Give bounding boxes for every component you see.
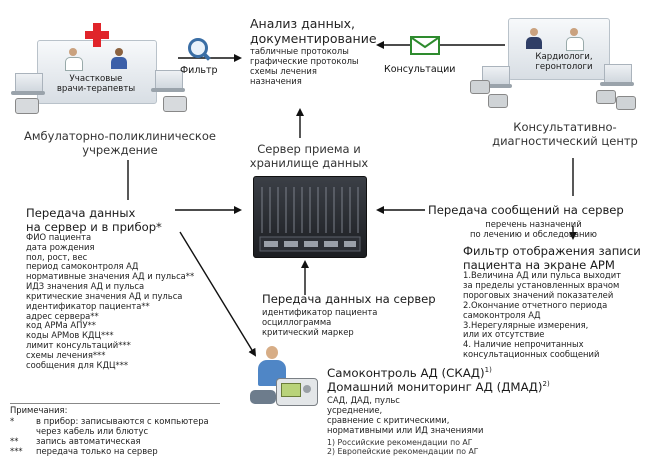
bp-monitor-icon — [15, 98, 39, 114]
transfer-messages-title: Передача сообщений на сервер — [428, 203, 624, 217]
filter-label: Фильтр — [180, 65, 218, 76]
transfer-device-items: ФИО пациента дата рождения пол, рост, ве… — [26, 232, 195, 370]
analysis-title: Анализ данных, документирование — [250, 16, 377, 46]
patient-items: САД, ДАД, пульс усреднение, сравнение с … — [327, 395, 484, 435]
consult-center-room — [508, 18, 610, 80]
consult-center-room-label: Кардиологи, геронтологи — [535, 52, 593, 73]
note-row: *в прибор: записываются с компьютера — [10, 416, 209, 426]
patient-title2: Домашний мониторинг АД (ДМАД)2) — [327, 379, 550, 394]
transfer-server-items: идентификатор пациента осциллограмма кри… — [262, 307, 378, 337]
doctor-icon — [65, 48, 83, 71]
laptop-icon — [15, 73, 43, 93]
polyclinic-room-label: Участковые врачи-терапевты — [56, 74, 136, 95]
doctor-icon — [526, 28, 542, 50]
patient-refs: 1) Российские рекомендации по АГ 2) Евро… — [327, 438, 479, 457]
display-filter-title: Фильтр отображения записи пациента на эк… — [463, 244, 641, 272]
polyclinic-room — [37, 40, 157, 104]
server-caption: Сервер приема и хранилище данных — [249, 142, 369, 170]
cuff-icon — [250, 390, 276, 404]
note-row: **запись автоматическая — [10, 435, 141, 446]
phone-icon — [488, 94, 508, 108]
phone-icon — [470, 80, 490, 94]
consultations-label: Консультации — [384, 64, 456, 75]
phone-icon — [616, 96, 636, 110]
red-cross-icon — [85, 23, 109, 47]
consult-center-caption: Консультативно- диагностический центр — [492, 120, 638, 148]
laptop-icon — [155, 70, 183, 90]
analysis-items: табличные протоколы графические протокол… — [250, 46, 359, 86]
transfer-messages-items: перечень назначений по лечению и обследо… — [470, 219, 597, 239]
note-row: ***передача только на сервер — [10, 445, 158, 456]
polyclinic-illustration: Участковые врачи-терапевты — [11, 18, 190, 118]
patient-title1: Самоконтроль АД (СКАД)1) — [327, 365, 492, 380]
display-filter-items: 1.Величина АД или пульса выходит за пред… — [463, 270, 622, 360]
note-row: через кабель или блютус — [36, 425, 149, 436]
notes-list: *в прибор: записываются с компьютера чер… — [10, 416, 209, 457]
laptop-icon — [604, 64, 632, 84]
consult-center-illustration: Кардиологи, геронтологи — [468, 14, 638, 114]
magnifier-icon — [186, 36, 212, 62]
notes-title: Примечания: — [10, 405, 68, 415]
arrow-to-patient — [179, 231, 257, 357]
doctor-icon — [566, 28, 584, 51]
patient-illustration — [250, 346, 320, 408]
notes-divider — [10, 403, 220, 404]
transfer-server-title: Передача данных на сервер — [262, 292, 436, 306]
envelope-icon — [410, 36, 440, 55]
phone-icon — [596, 90, 616, 104]
polyclinic-caption: Амбулаторно-поликлиническое учреждение — [24, 129, 216, 157]
transfer-device-title: Передача данных на сервер и в прибор* — [26, 206, 162, 234]
doctor-icon — [111, 48, 127, 70]
bp-monitor-icon — [276, 378, 318, 406]
bp-monitor-icon — [163, 96, 187, 112]
server-rack-icon — [253, 176, 367, 258]
